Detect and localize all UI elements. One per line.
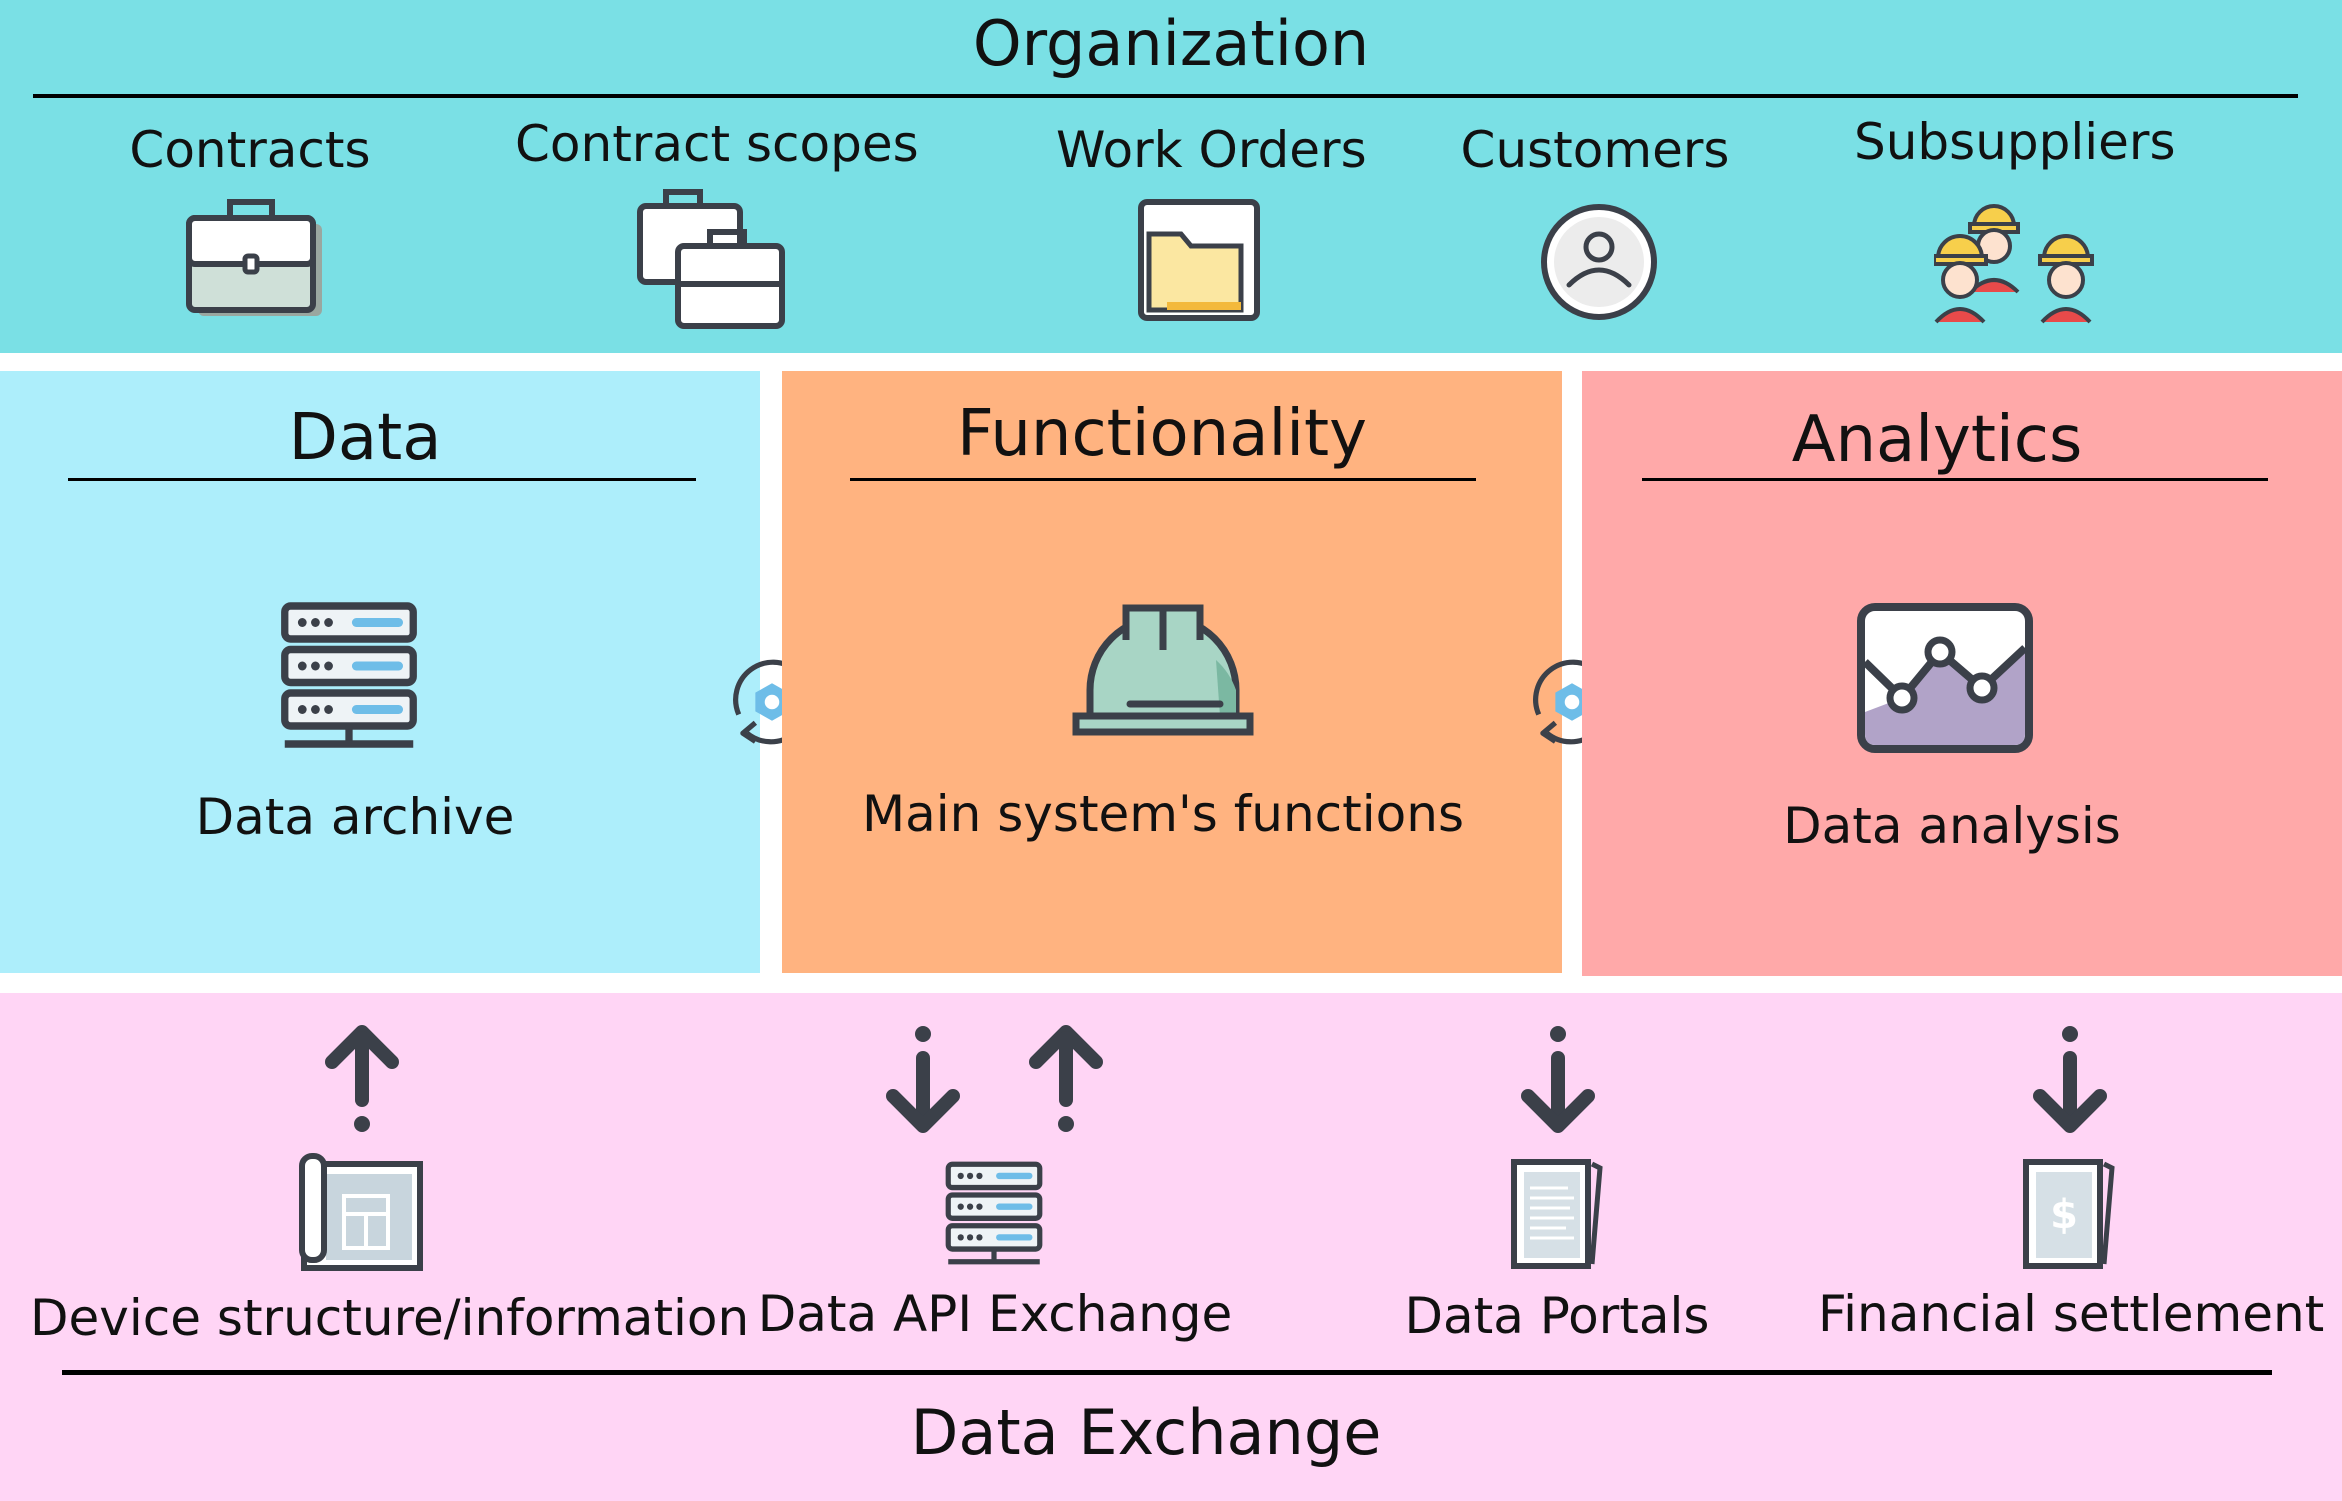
server-icon xyxy=(942,1160,1046,1266)
arrow-down-icon xyxy=(2030,1024,2110,1134)
org-item-label: Work Orders xyxy=(1056,121,1367,179)
organization-divider xyxy=(33,94,2298,98)
data-archive-label: Data archive xyxy=(195,788,515,846)
analytics-title: Analytics xyxy=(1791,403,2083,477)
exchange-item-label: Device structure/information xyxy=(30,1289,750,1347)
arrow-up-icon xyxy=(1026,1024,1106,1134)
organization-title: Organization xyxy=(972,7,1370,80)
invoice-icon: $ xyxy=(2020,1158,2120,1270)
hard-hat-icon xyxy=(1070,600,1256,738)
blueprint-icon xyxy=(296,1152,424,1272)
server-icon xyxy=(276,600,422,750)
exchange-item-label: Financial settlement xyxy=(1818,1285,2325,1343)
data-title: Data xyxy=(288,401,442,475)
document-icon xyxy=(1508,1158,1608,1270)
data-analysis-label: Data analysis xyxy=(1783,797,2121,855)
svg-text:$: $ xyxy=(2050,1192,2078,1238)
workers-icon xyxy=(1932,196,2094,324)
main-functions-label: Main system's functions xyxy=(862,785,1465,843)
exchange-item-label: Data Portals xyxy=(1404,1287,1710,1345)
org-item-label: Contracts xyxy=(129,121,371,179)
functionality-divider xyxy=(850,478,1476,481)
exchange-title: Data Exchange xyxy=(910,1396,1382,1469)
arrow-down-icon xyxy=(883,1024,963,1134)
analytics-divider xyxy=(1642,478,2268,481)
data-divider xyxy=(68,478,696,481)
org-item-label: Contract scopes xyxy=(515,115,919,173)
chart-icon xyxy=(1856,602,2034,754)
arrow-down-icon xyxy=(1518,1024,1598,1134)
briefcase-icon xyxy=(184,194,326,320)
exchange-divider xyxy=(62,1370,2272,1375)
user-icon xyxy=(1540,203,1658,321)
folder-icon xyxy=(1137,198,1261,322)
org-item-label: Customers xyxy=(1460,121,1730,179)
org-item-label: Subsuppliers xyxy=(1854,113,2176,171)
functionality-title: Functionality xyxy=(957,397,1367,471)
briefcases-icon xyxy=(636,188,786,330)
exchange-item-label: Data API Exchange xyxy=(757,1285,1233,1343)
arrow-up-icon xyxy=(322,1024,402,1134)
